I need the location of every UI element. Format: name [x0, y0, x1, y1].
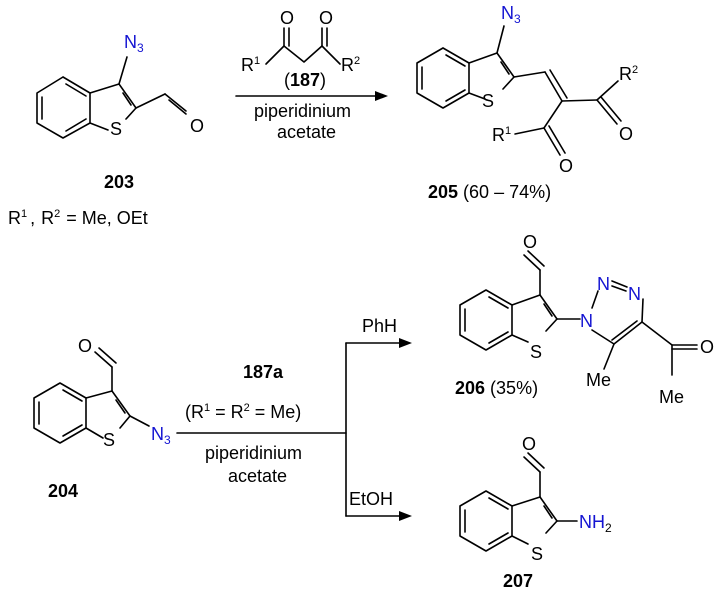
- compound-205-azide: N3: [501, 3, 521, 26]
- compound-204-azide: N3: [151, 424, 171, 447]
- compound-207-number: 207: [503, 571, 533, 590]
- reagent-187-label: (187): [284, 70, 326, 90]
- reaction2-reagent: 187a: [243, 362, 284, 382]
- reagent-187-r1: R1: [241, 55, 260, 75]
- compound-204-structure: [33, 347, 150, 444]
- reagent-187-oxygen-2: O: [319, 8, 333, 28]
- compound-207-oxygen: O: [522, 434, 536, 454]
- compound-203-number: 203: [104, 172, 134, 192]
- compound-206-methyl: Me: [586, 370, 611, 390]
- compound-206-ketone-oxygen: O: [700, 337, 714, 357]
- reaction-arrow-1-head: [375, 91, 388, 101]
- reaction1-conditions-line1: piperidinium: [254, 101, 351, 121]
- compound-205-label: 205(60 – 74%): [428, 182, 551, 202]
- reaction-arrow-2b-head: [399, 511, 412, 521]
- compound-205-structure: [416, 25, 622, 156]
- reagent-187-r2: R2: [341, 55, 360, 75]
- compound-205-sulfur: S: [482, 91, 494, 111]
- compound-204-number: 204: [48, 481, 78, 501]
- compound-203-azide: N3: [124, 32, 144, 55]
- substituents-note: R1,R2= Me, OEt: [8, 208, 148, 228]
- reaction2-solvent-bottom: EtOH: [349, 489, 393, 509]
- reaction-arrow-2a-head: [399, 338, 412, 348]
- compound-207-amine: NH2: [579, 512, 612, 535]
- reagent-187-oxygen-1: O: [280, 8, 294, 28]
- compound-206-acetyl-methyl: Me: [659, 387, 684, 407]
- compound-203-oxygen: O: [190, 116, 204, 136]
- compound-203-structure: [36, 56, 187, 139]
- compound-204-sulfur: S: [103, 430, 115, 450]
- compound-207-structure: [459, 452, 578, 552]
- compound-207-sulfur: S: [531, 544, 543, 564]
- reaction2-conditions-line2: acetate: [228, 466, 287, 486]
- compound-206-structure: [459, 250, 698, 376]
- reaction2-conditions-line1: piperidinium: [205, 443, 302, 463]
- reaction2-reagent-condition: (R1 = R2 = Me): [185, 402, 301, 422]
- compound-204-oxygen: O: [78, 336, 92, 356]
- reagent-187-structure: [265, 27, 341, 65]
- reaction2-solvent-top: PhH: [362, 316, 397, 336]
- compound-205-r2: R2: [619, 64, 638, 84]
- compound-206-n1: N: [580, 311, 593, 331]
- compound-206-label: 206(35%): [455, 378, 538, 398]
- reaction1-conditions-line2: acetate: [277, 122, 336, 142]
- compound-206-n2: N: [597, 274, 610, 294]
- compound-203-sulfur: S: [110, 119, 122, 139]
- compound-205-oxygen-1: O: [619, 124, 633, 144]
- compound-205-oxygen-2: O: [559, 156, 573, 176]
- compound-206-aldehyde-oxygen: O: [523, 232, 537, 252]
- compound-206-sulfur: S: [530, 342, 542, 362]
- compound-205-r1: R1: [492, 125, 511, 145]
- compound-206-n3: N: [628, 284, 641, 304]
